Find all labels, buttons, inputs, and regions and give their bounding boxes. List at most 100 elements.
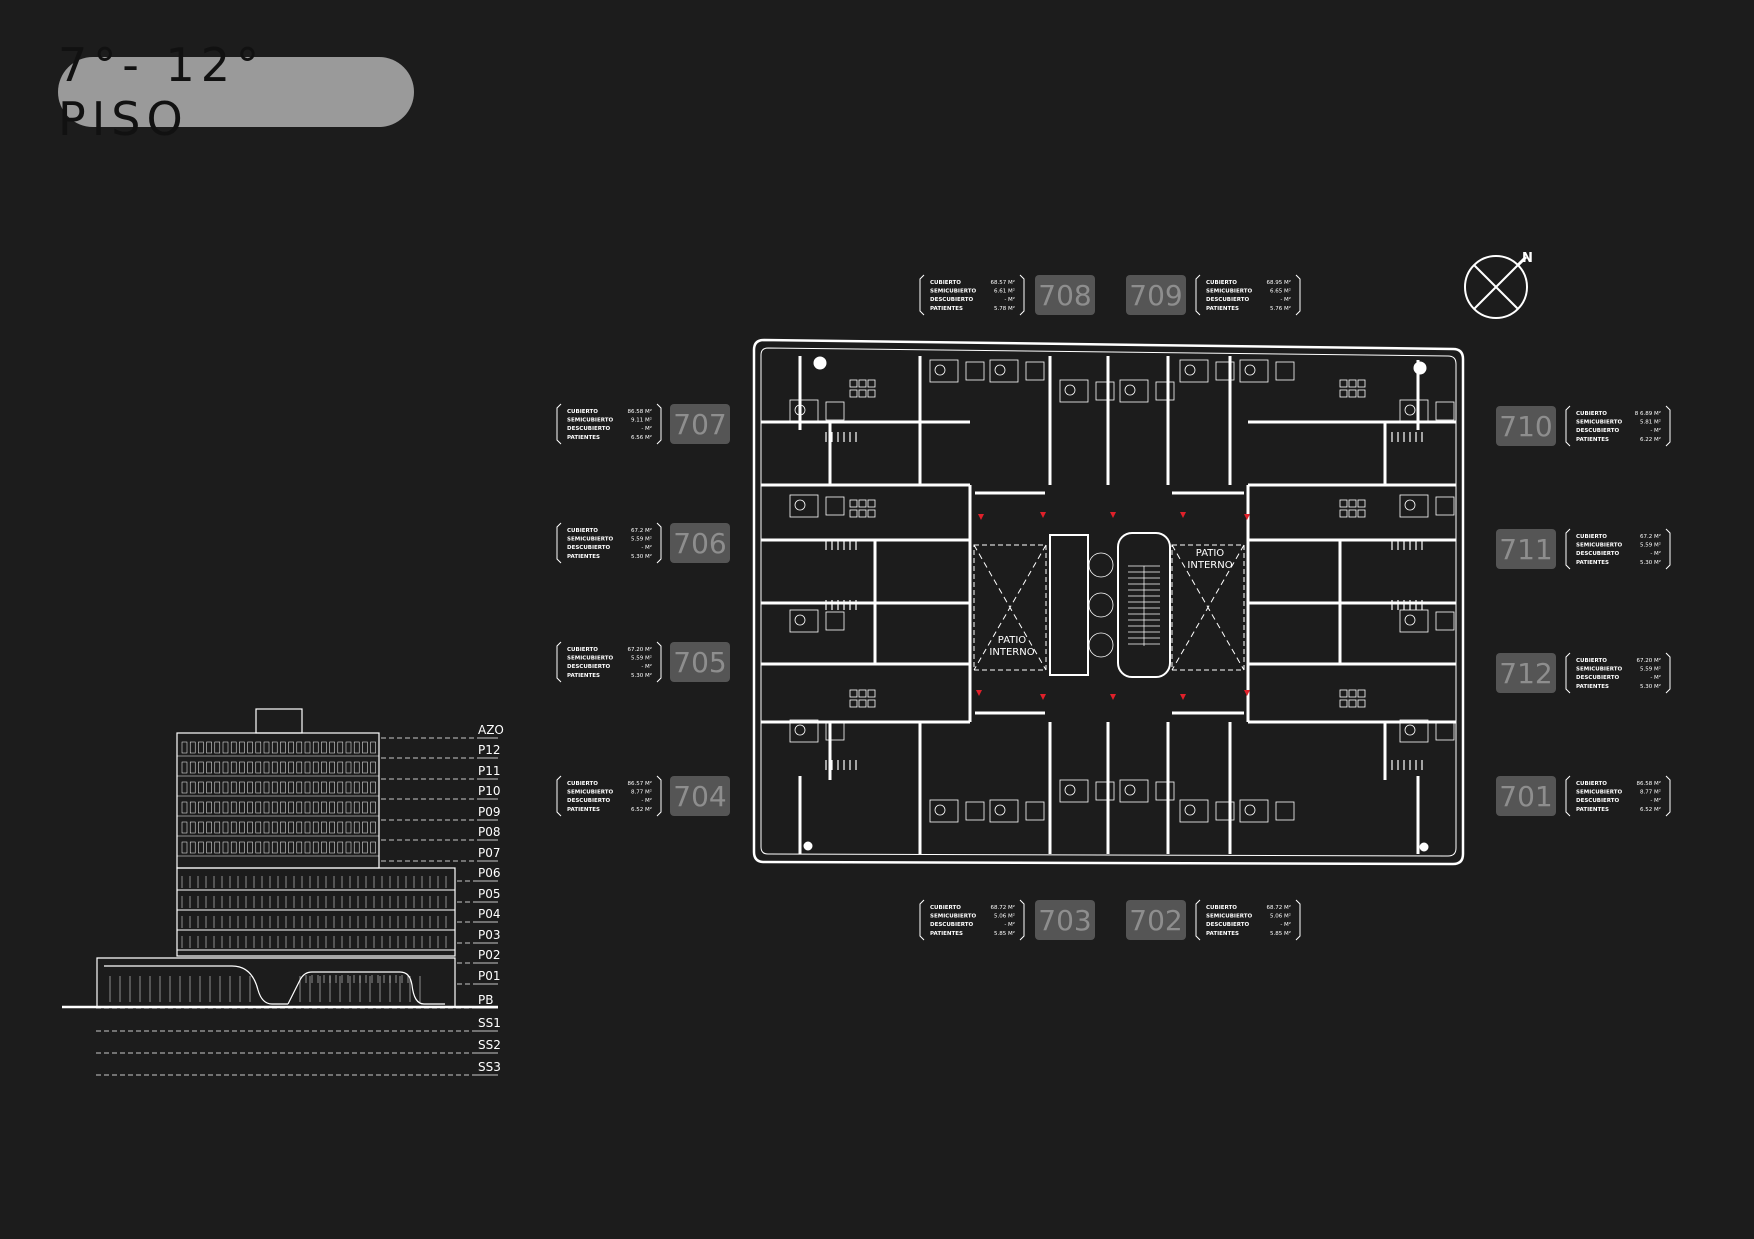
area-value: 68.57 M²	[991, 279, 1015, 286]
area-value: 8.77 M²	[1640, 789, 1661, 796]
area-label: DESCUBIERTO	[1206, 922, 1250, 928]
level-label: P05	[478, 887, 501, 901]
unit-number-box	[1496, 406, 1556, 446]
level-label: P09	[478, 805, 501, 819]
level-label: P11	[478, 764, 501, 778]
area-label: CUBIERTO	[1206, 905, 1237, 911]
area-label: DESCUBIERTO	[567, 664, 611, 670]
unit-number: 708	[1038, 279, 1091, 312]
area-label: CUBIERTO	[930, 280, 961, 286]
unit-number-box	[1035, 900, 1095, 940]
area-value: 5.30 M²	[631, 672, 652, 679]
area-label: CUBIERTO	[930, 905, 961, 911]
area-label: PATIENTES	[567, 554, 600, 560]
area-label: DESCUBIERTO	[1576, 551, 1620, 557]
area-value: 68.72 M²	[1267, 904, 1291, 911]
page-title: 7°- 12° PISO	[58, 38, 266, 146]
level-label: AZO	[478, 723, 504, 737]
core	[1049, 532, 1171, 678]
building-elevation	[62, 708, 498, 1009]
area-value: 6.52 M²	[631, 806, 652, 813]
area-value: 5.30 M²	[1640, 683, 1661, 690]
area-label: DESCUBIERTO	[567, 798, 611, 804]
area-label: CUBIERTO	[1576, 534, 1607, 540]
area-value: 8 6.89 M²	[1635, 410, 1661, 417]
area-value: 6.56 M²	[631, 434, 652, 441]
area-label: PATIENTES	[1576, 560, 1609, 566]
area-value: 67.20 M²	[628, 646, 652, 653]
area-value: 5.30 M²	[631, 553, 652, 560]
unit-number: 702	[1129, 904, 1182, 937]
area-value: 5.30 M²	[1640, 559, 1661, 566]
level-label: PB	[478, 993, 493, 1007]
area-value: 8.77 M²	[631, 789, 652, 796]
area-value: 86.57 M²	[628, 780, 652, 787]
unit-number: 704	[673, 780, 726, 813]
area-label: SEMICUBIERTO	[567, 537, 613, 543]
area-value: - M²	[1280, 921, 1291, 928]
area-value: 5.06 M²	[994, 913, 1015, 920]
unit-number: 710	[1499, 410, 1552, 443]
unit-number: 707	[673, 408, 726, 441]
area-value: 6.22 M²	[1640, 436, 1661, 443]
area-label: CUBIERTO	[1576, 411, 1607, 417]
area-label: DESCUBIERTO	[930, 922, 974, 928]
unit-number-box	[670, 404, 730, 444]
area-value: 6.65 M²	[1270, 288, 1291, 295]
area-value: 67.2 M²	[1640, 533, 1661, 540]
unit-number-box	[1496, 529, 1556, 569]
area-label: PATIENTES	[567, 435, 600, 441]
unit-number-box	[670, 642, 730, 682]
area-value: 68.72 M²	[991, 904, 1015, 911]
area-label: SEMICUBIERTO	[1576, 420, 1622, 426]
area-label: DESCUBIERTO	[1206, 297, 1250, 303]
area-value: 5.59 M²	[1640, 542, 1661, 549]
area-label: SEMICUBIERTO	[567, 418, 613, 424]
area-label: SEMICUBIERTO	[1576, 667, 1622, 673]
area-value: 9.11 M²	[631, 417, 652, 424]
unit-number-box	[1496, 776, 1556, 816]
patio-interno-label-ne-2: INTERNO	[1187, 560, 1232, 571]
level-label: SS2	[478, 1038, 501, 1052]
area-value: - M²	[1004, 296, 1015, 303]
level-label: P12	[478, 743, 501, 757]
unit-number-box	[670, 523, 730, 563]
area-label: CUBIERTO	[1576, 658, 1607, 664]
area-value: - M²	[1650, 797, 1661, 804]
area-label: DESCUBIERTO	[567, 545, 611, 551]
area-label: CUBIERTO	[567, 409, 598, 415]
unit-number-box	[1126, 900, 1186, 940]
area-value: 86.58 M²	[1637, 780, 1661, 787]
area-label: DESCUBIERTO	[1576, 428, 1620, 434]
unit-number: 709	[1129, 279, 1182, 312]
unit-number: 705	[673, 646, 726, 679]
area-label: CUBIERTO	[567, 647, 598, 653]
area-value: 67.20 M²	[1637, 657, 1661, 664]
area-value: - M²	[641, 425, 652, 432]
area-label: SEMICUBIERTO	[1206, 289, 1252, 295]
compass-north-label: N	[1522, 251, 1533, 266]
patio-left	[973, 544, 1047, 671]
area-label: CUBIERTO	[567, 528, 598, 534]
area-label: DESCUBIERTO	[930, 297, 974, 303]
level-label: P10	[478, 784, 501, 798]
unit-number-box	[670, 776, 730, 816]
level-label: SS1	[478, 1016, 501, 1030]
area-value: 5.59 M²	[631, 536, 652, 543]
north-arrow-icon	[1464, 255, 1528, 319]
area-value: 5.78 M²	[994, 305, 1015, 312]
area-label: PATIENTES	[1576, 437, 1609, 443]
area-label: SEMICUBIERTO	[1576, 543, 1622, 549]
area-value: 68.95 M²	[1267, 279, 1291, 286]
patio-interno-label-sw-2: INTERNO	[989, 647, 1034, 658]
area-label: CUBIERTO	[567, 781, 598, 787]
unit-number-box	[1035, 275, 1095, 315]
